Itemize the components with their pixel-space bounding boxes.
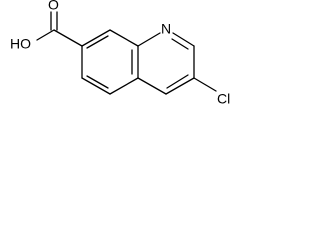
molecule-structure: N O HO Cl: [10, 0, 230, 107]
bond-c8a-c8: [109, 29, 139, 47]
bond-c4-c4a: [137, 77, 167, 95]
nitrogen-label: N: [161, 21, 171, 37]
bond-c5-c4a: [109, 77, 139, 95]
bond-c7-carboxyl: [53, 29, 83, 47]
bond-c8-c7: [81, 29, 111, 47]
hydroxyl-label: HO: [10, 36, 31, 52]
bond-c8-c7-inner: [86, 35, 109, 49]
bond-c3-cl: [193, 77, 217, 92]
bond-c6-c5-inner: [86, 75, 109, 89]
chlorine-label: Cl: [217, 91, 230, 107]
bond-c8a-n1: [137, 32, 161, 47]
carbonyl-oxygen-label: O: [48, 0, 59, 13]
bond-n1-c2-inner: [171, 38, 189, 50]
bond-c3-c4-inner: [166, 74, 189, 89]
bond-c6-c5: [81, 77, 111, 95]
bond-carboxyl-c-oh: [36, 29, 55, 41]
bond-c3-c4: [165, 77, 195, 95]
bond-n1-c2: [172, 32, 195, 47]
